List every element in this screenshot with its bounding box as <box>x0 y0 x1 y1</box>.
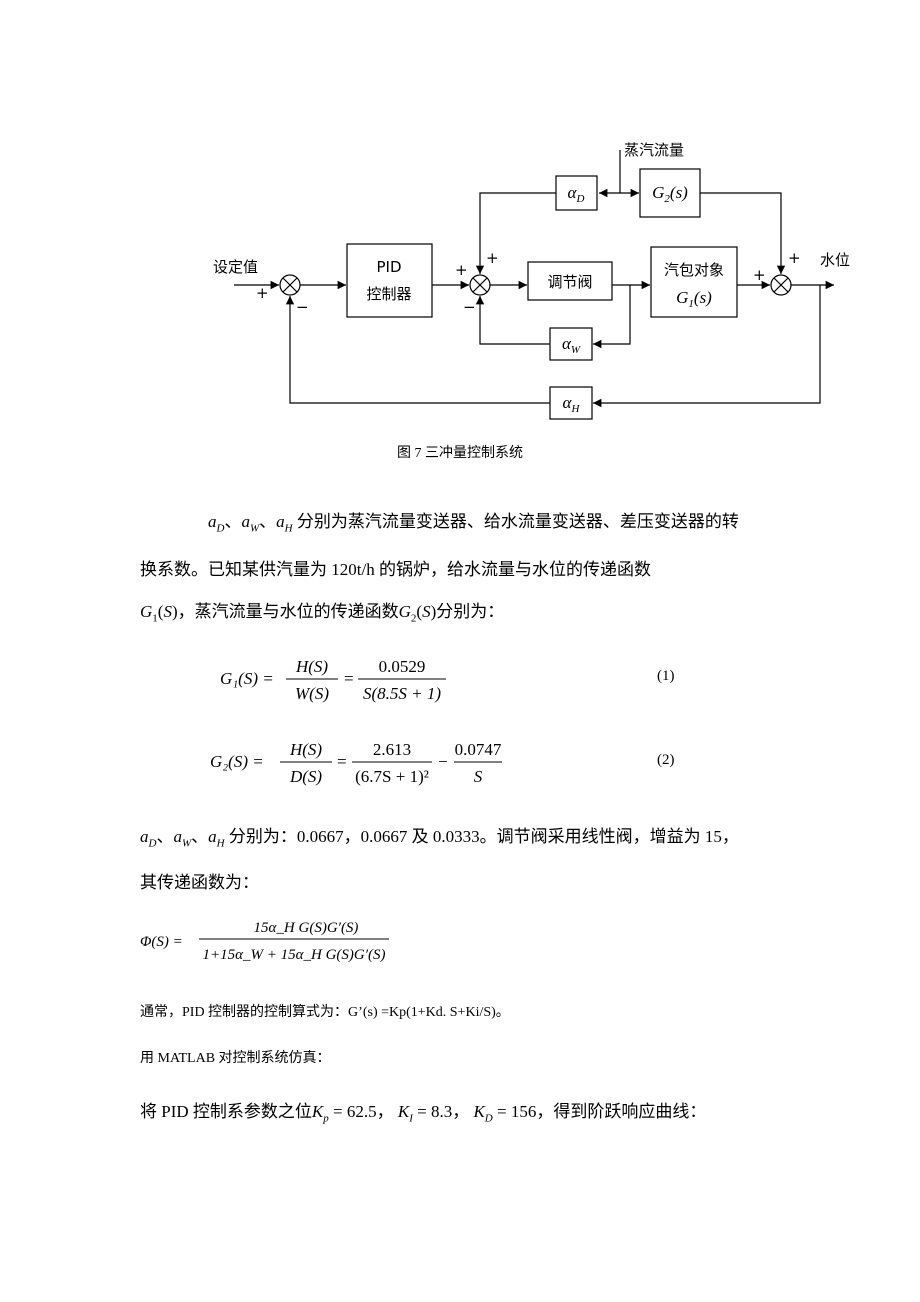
sum-junction-1 <box>279 274 301 296</box>
phi-numerator: 15α_H G(S)G′(S) <box>254 920 359 936</box>
sum-junction-2 <box>469 274 491 296</box>
eq1-den2: S(8.5S + 1) <box>363 684 441 703</box>
svg-text:=: = <box>344 669 354 688</box>
paragraph-1: aD、aW、aH 分别为蒸汽流量变送器、给水流量变送器、差压变送器的转 换系数。… <box>140 505 780 636</box>
para1-line1: aD、aW、aH 分别为蒸汽流量变送器、给水流量变送器、差压变送器的转 <box>208 512 739 535</box>
eq2-lhs: G₂(S) = <box>210 752 264 771</box>
drum-label: 汽包对象 <box>664 261 724 279</box>
sign-minus-j2: − <box>463 298 476 316</box>
sign-plus-j2-top: + <box>486 249 499 267</box>
sign-plus-j2-left: + <box>455 261 468 279</box>
sign-plus-setpoint: + <box>256 284 269 302</box>
alpha-d-symbol: αD <box>568 183 585 205</box>
eq1-num2: 0.0529 <box>379 657 426 676</box>
eq1-num1: H(S) <box>295 657 328 676</box>
params-suffix: ，得到阶跃响应曲线： <box>536 1102 707 1121</box>
water-level-label: 水位 <box>820 251 850 269</box>
pid-block <box>346 243 433 318</box>
g2-symbol: G2(s) <box>652 183 688 205</box>
eq1-number: (1) <box>657 668 675 684</box>
eq1-den1: W(S) <box>295 684 329 703</box>
para1-line2: 换系数。已知某供汽量为 120t/h 的锅炉，给水流量与水位的传递函数 <box>140 560 651 580</box>
para2-line2: 其传递函数为： <box>140 873 259 893</box>
phi-equation: Φ(S) = 15α_H G(S)G′(S) 1+15α_W + 15α_H G… <box>140 920 389 963</box>
valve-label: 调节阀 <box>547 273 592 291</box>
para2-line1: aD、aW、aH 分别为：0.0667，0.0667 及 0.0333。调节阀采… <box>140 827 739 850</box>
para1-line3-end: 分别为： <box>436 602 505 622</box>
svg-text:−: − <box>438 752 448 771</box>
alpha-h-symbol: αH <box>563 393 581 415</box>
svg-text:=: = <box>337 752 347 771</box>
setpoint-label: 设定值 <box>213 258 258 276</box>
eq2-num2: 2.613 <box>373 740 411 759</box>
eq2-num1: H(S) <box>289 740 322 759</box>
valve-block <box>527 261 613 301</box>
figure-caption: 图 7 三冲量控制系统 <box>397 446 523 461</box>
para1-line1-text: 分别为蒸汽流量变送器、给水流量变送器、差压变送器的转 <box>296 512 739 531</box>
sign-plus-j3-top: + <box>788 249 801 267</box>
phi-denominator: 1+15α_W + 15α_H G(S)G′(S) <box>203 947 386 963</box>
pid-formula-line: 通常，PID 控制器的控制算式为：G’(s) =Kp(1+Kd. S+Ki/S)… <box>140 1005 510 1020</box>
pid-label-1: PID <box>376 258 401 276</box>
sum-junction-3 <box>770 274 792 296</box>
pid-label-2: 控制器 <box>366 285 411 303</box>
paragraph-2: aD、aW、aH 分别为：0.0667，0.0667 及 0.0333。调节阀采… <box>140 820 780 900</box>
params-line: 将 PID 控制系参数之位Kp = 62.5， KI = 8.3， KD = 1… <box>140 1102 707 1125</box>
eq2-den1: D(S) <box>289 767 322 786</box>
params-prefix: 将 PID 控制系参数之位 <box>140 1102 312 1121</box>
eq2-den2: (6.7S + 1)² <box>355 767 429 786</box>
g1-symbol: G1(s) <box>676 288 712 310</box>
para2-line1-text: 分别为：0.0667，0.0667 及 0.0333。调节阀采用线性阀，增益为 … <box>228 827 739 846</box>
matlab-line: 用 MATLAB 对控制系统仿真： <box>140 1051 331 1066</box>
eq2-den3: S <box>474 767 483 786</box>
param-kp: 62.5 <box>346 1102 377 1121</box>
block-diagram: 蒸汽流量 设定值 水位 PID 控制器 调节阀 汽包对象 G1(s) G2(s)… <box>213 141 850 420</box>
param-ki: 8.3 <box>430 1102 453 1121</box>
param-kd: 156 <box>510 1102 537 1121</box>
equation-2: G₂(S) = H(S) D(S) = 2.613 (6.7S + 1)² − … <box>210 740 502 786</box>
para1-line3-mid: ，蒸汽流量与水位的传递函数 <box>177 602 399 622</box>
phi-lhs: Φ(S) = <box>140 934 183 950</box>
eq1-lhs: G₁(S) = <box>220 669 274 688</box>
equation-1: G₁(S) = H(S) W(S) = 0.0529 S(8.5S + 1) <box>220 657 446 703</box>
steam-flow-label: 蒸汽流量 <box>624 141 684 159</box>
drum-block <box>650 246 738 318</box>
sign-plus-j3-left: + <box>753 266 766 284</box>
para1-line3: G1(S)，蒸汽流量与水位的传递函数G2(S)分别为： <box>140 602 505 625</box>
sign-minus-j1: − <box>296 298 309 316</box>
alpha-w-symbol: αW <box>562 334 581 356</box>
eq2-number: (2) <box>657 752 675 768</box>
eq2-num3: 0.0747 <box>455 740 502 759</box>
